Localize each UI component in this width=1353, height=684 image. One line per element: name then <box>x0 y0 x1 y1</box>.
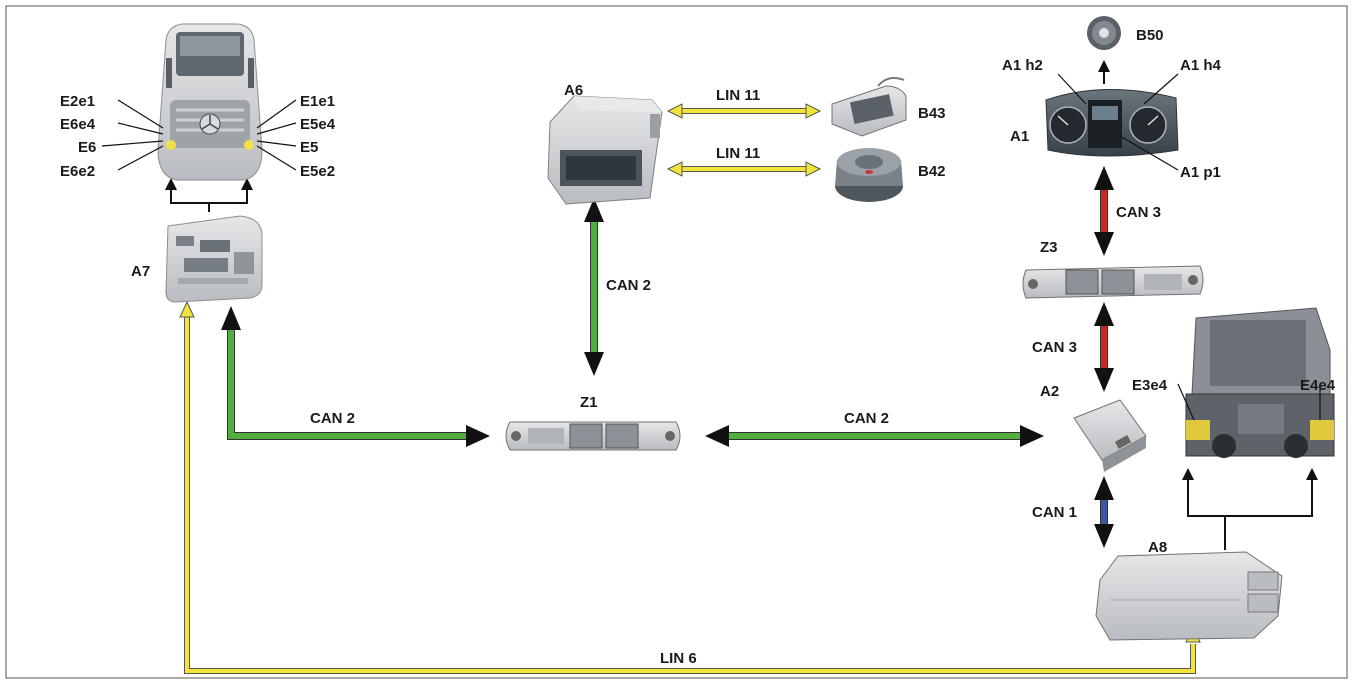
a2-module-image <box>1073 399 1147 472</box>
label-e4e4: E4e4 <box>1300 377 1336 394</box>
label-a1: A1 <box>1010 128 1029 145</box>
label-b43: B43 <box>918 105 946 122</box>
label-leader-lines <box>101 73 1321 421</box>
a8-module-image <box>1095 551 1283 641</box>
label-e6: E6 <box>78 139 96 156</box>
bus-label-lin6: LIN 6 <box>660 650 697 667</box>
label-a8: A8 <box>1148 539 1167 556</box>
bus-label-can3-z3-a2: CAN 3 <box>1032 339 1077 356</box>
label-a7: A7 <box>131 263 150 280</box>
label-a1-h4: A1 h4 <box>1180 57 1222 74</box>
bus-label-can1-a2-a8: CAN 1 <box>1032 504 1077 521</box>
label-a6: A6 <box>564 82 583 99</box>
can2-a7-z1-connection <box>221 306 490 447</box>
z1-connector-image <box>505 421 681 451</box>
label-a1-h2: A1 h2 <box>1002 57 1043 74</box>
label-e5: E5 <box>300 139 318 156</box>
label-z3: Z3 <box>1040 239 1058 256</box>
b43-sensor-image <box>831 77 907 137</box>
bus-label-can3-a1-z3: CAN 3 <box>1116 204 1161 221</box>
label-e3e4: E3e4 <box>1132 377 1168 394</box>
bus-label-lin11-top: LIN 11 <box>716 87 760 104</box>
label-a1-p1: A1 p1 <box>1180 164 1221 181</box>
can3-z3-a2-connection <box>1094 302 1114 392</box>
bus-label-can2-a6-z1: CAN 2 <box>606 277 651 294</box>
b42-siren-image <box>835 148 903 202</box>
bus-label-can2-a7-z1: CAN 2 <box>310 410 355 427</box>
label-e6e4: E6e4 <box>60 116 96 133</box>
label-e6e2: E6e2 <box>60 163 95 180</box>
bus-label-can2-z1-a2: CAN 2 <box>844 410 889 427</box>
label-z1: Z1 <box>580 394 598 411</box>
a6-module-image <box>547 95 663 205</box>
arrow-to-right-headlamp <box>241 178 253 190</box>
label-e5e2: E5e2 <box>300 163 335 180</box>
lin11-a6-b42-connection <box>666 161 822 177</box>
a1-instrument-cluster-image <box>1045 89 1179 157</box>
truck-rear-image <box>1185 307 1335 458</box>
z3-connector-image <box>1022 265 1204 299</box>
can1-a2-a8-connection <box>1094 476 1114 548</box>
a8-rear-lamp-connection <box>1187 478 1313 550</box>
b50-speaker-image <box>1087 16 1121 50</box>
a7-headlamp-connection <box>170 188 248 212</box>
label-e5e4: E5e4 <box>300 116 336 133</box>
bus-label-lin11-bottom: LIN 11 <box>716 145 760 162</box>
label-b50: B50 <box>1136 27 1164 44</box>
truck-front-image <box>157 23 263 181</box>
label-e1e1: E1e1 <box>300 93 335 110</box>
lin6-connection <box>179 300 1201 674</box>
label-a2: A2 <box>1040 383 1059 400</box>
can2-a6-z1-connection <box>584 198 604 376</box>
a7-module-image <box>165 215 263 303</box>
can2-z1-a2-connection <box>705 425 1044 447</box>
arrow-to-left-headlamp <box>165 178 177 190</box>
diagram-frame <box>5 5 1348 679</box>
label-b42: B42 <box>918 163 946 180</box>
arrow-to-b50 <box>1098 60 1110 72</box>
arrow-to-right-rear-lamp <box>1306 468 1318 480</box>
arrow-to-left-rear-lamp <box>1182 468 1194 480</box>
can3-a1-z3-connection <box>1094 166 1114 256</box>
lin11-a6-b43-connection <box>666 103 822 119</box>
label-e2e1: E2e1 <box>60 93 95 110</box>
